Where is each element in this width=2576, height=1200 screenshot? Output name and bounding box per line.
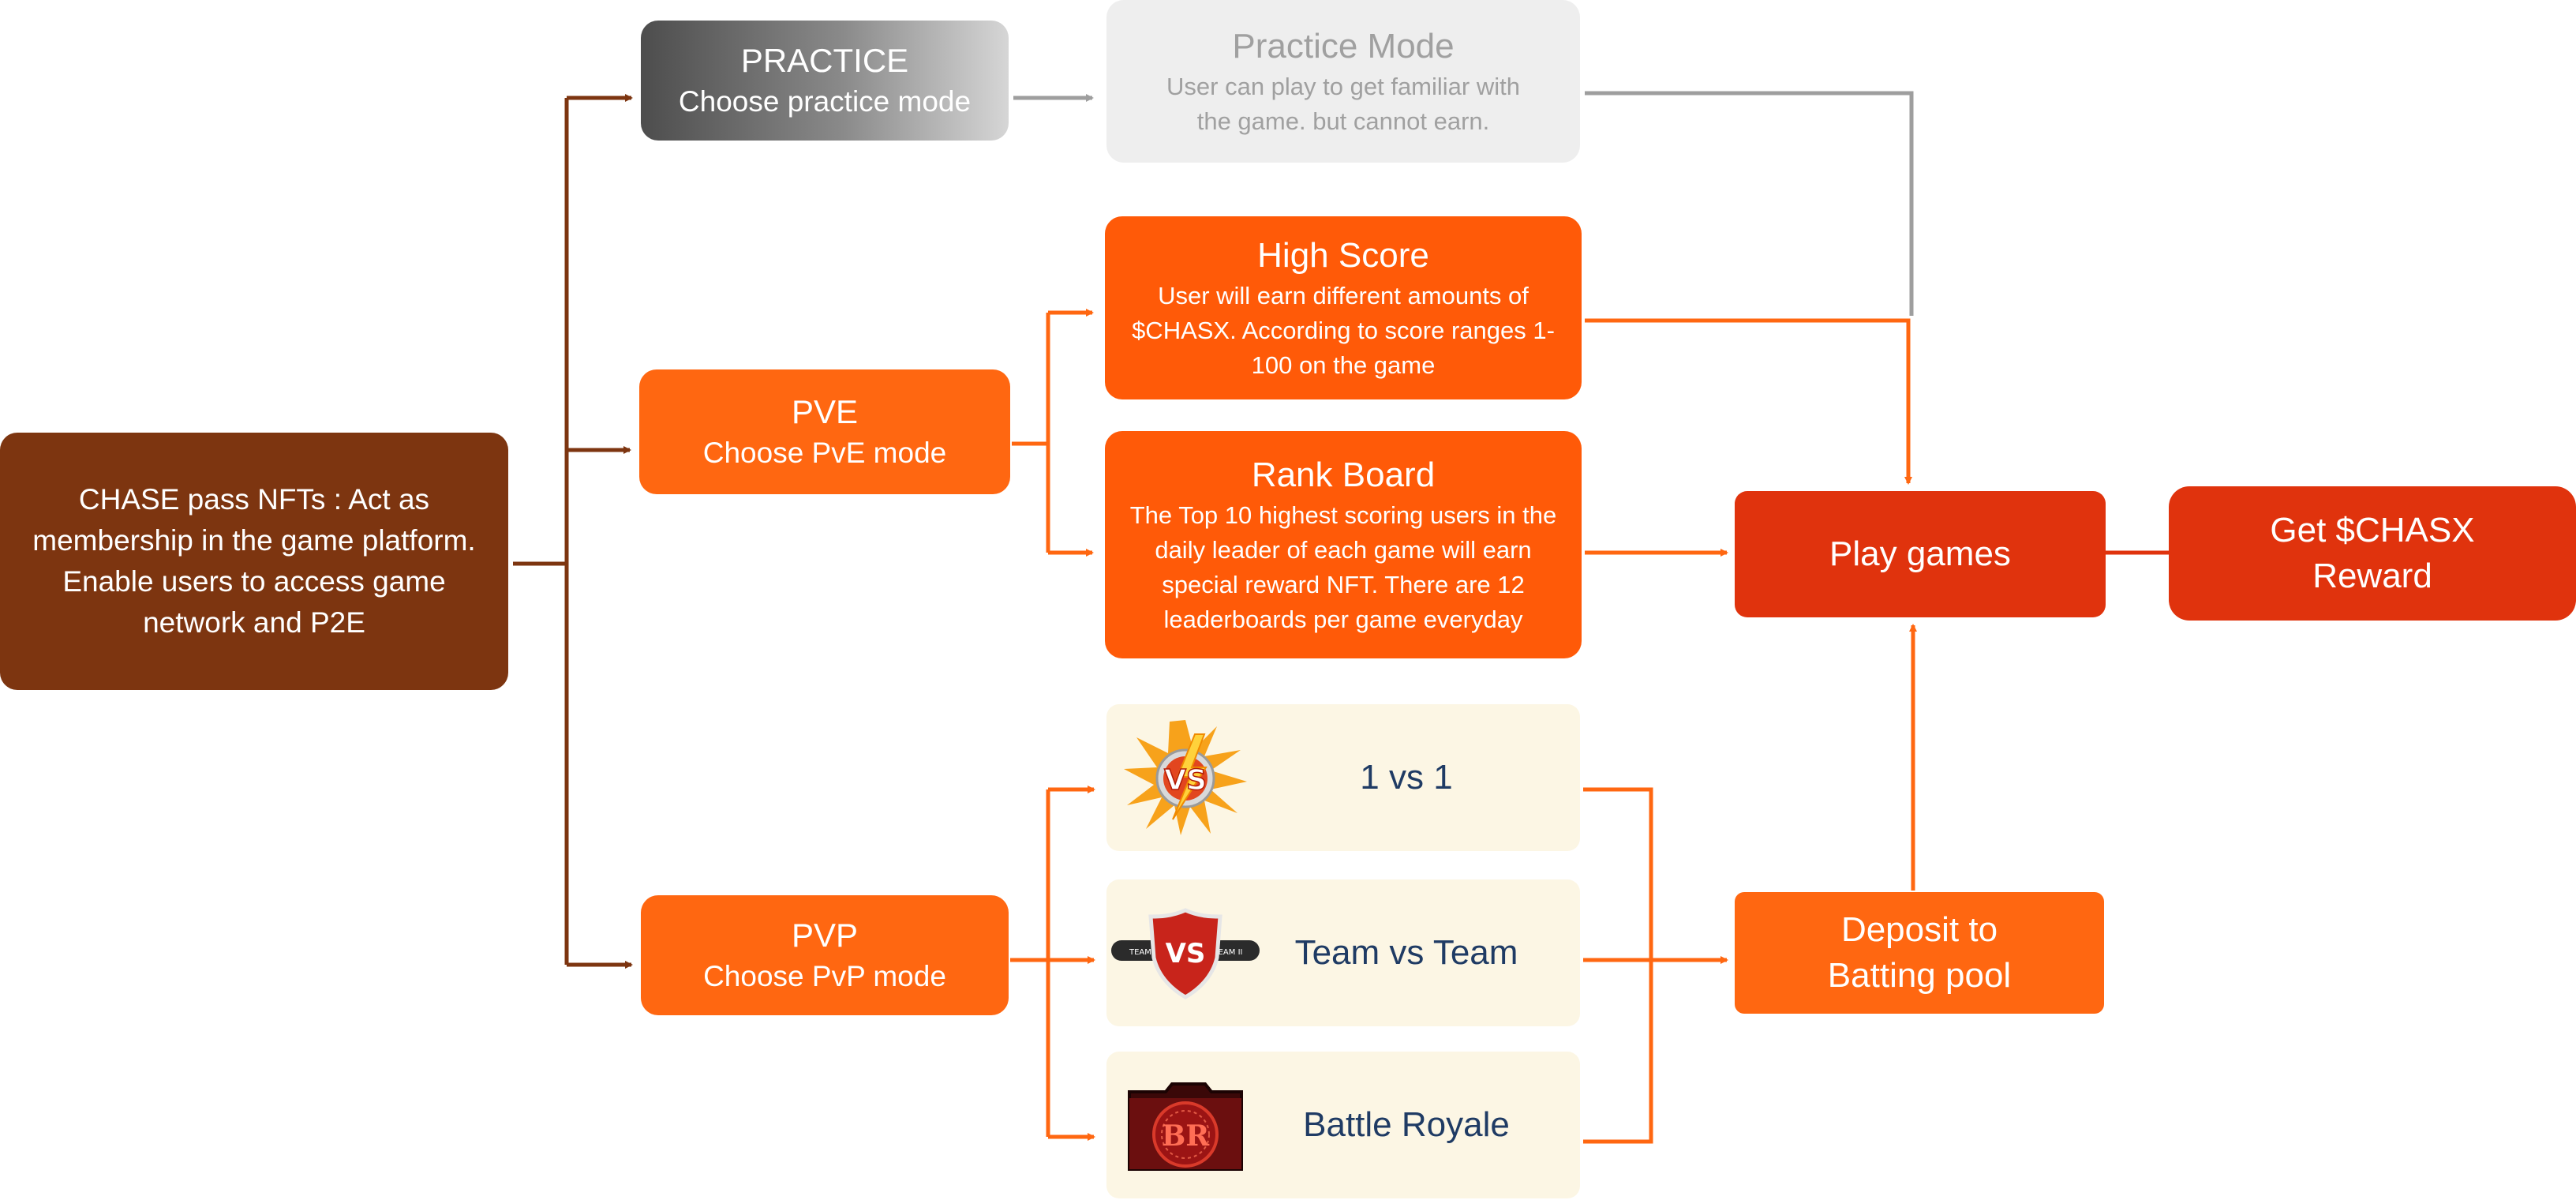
team-left-text: TEAM I — [1129, 948, 1156, 957]
pvp-option-battle-royale: BR Battle Royale — [1106, 1052, 1580, 1198]
pvp-option-team-vs-team: TEAM I TEAM II VS Team vs Team — [1106, 879, 1580, 1026]
team-right-text: TEAM II — [1213, 948, 1243, 957]
pve-title: PVE — [791, 393, 859, 430]
reward-line: Reward — [2312, 557, 2432, 595]
practice-desc-line: User can play to get familiar with — [1166, 73, 1520, 100]
practice-mode-box: PRACTICE Choose practice mode — [641, 21, 1009, 141]
team-vs-shield-icon: TEAM I TEAM II VS — [1106, 886, 1264, 1020]
vs-burst-icon-text: VS — [1164, 764, 1207, 797]
practice-title: PRACTICE — [740, 42, 909, 79]
pve-mode-box: PVE Choose PvE mode — [639, 369, 1010, 494]
rank-board-line: special reward NFT. There are 12 — [1162, 571, 1525, 598]
battle-royale-emblem-icon: BR — [1106, 1058, 1264, 1192]
practice-mode-description-box: Practice Mode User can play to get famil… — [1106, 0, 1580, 163]
1v1-to-deposit-line — [1583, 787, 1653, 1144]
high-score-line: User will earn different amounts of — [1158, 282, 1529, 309]
deposit-line: Deposit to — [1840, 910, 1998, 949]
pvp-option-label: Battle Royale — [1303, 1105, 1510, 1144]
battle-royale-emblem-text: BR — [1162, 1119, 1210, 1153]
pve-subtitle: Choose PvE mode — [702, 437, 947, 469]
high-score-line: 100 on the game — [1251, 351, 1436, 379]
pvp-subtitle: Choose PvP mode — [703, 960, 946, 992]
pvp-option-label: Team vs Team — [1294, 933, 1518, 972]
pvp-option-label: 1 vs 1 — [1360, 758, 1453, 797]
high-score-line: $CHASX. According to score ranges 1- — [1132, 317, 1555, 344]
rank-board-line: The Top 10 highest scoring users in the — [1129, 501, 1557, 529]
team-vs-text: VS — [1166, 938, 1206, 969]
pvp-option-1v1: VS 1 vs 1 — [1106, 704, 1580, 851]
pvp-title: PVP — [791, 917, 859, 954]
high-score-title: High Score — [1257, 236, 1429, 275]
play-games-box: Play games — [1735, 491, 2106, 617]
play-games-label: Play games — [1829, 534, 2011, 573]
deposit-batting-pool-box: Deposit to Batting pool — [1735, 892, 2104, 1014]
root-line: membership in the game platform. — [32, 524, 476, 557]
rank-board-title: Rank Board — [1251, 456, 1436, 494]
rank-board-line: daily leader of each game will earn — [1155, 536, 1532, 564]
practice-subtitle: Choose practice mode — [678, 85, 972, 118]
arrow-high-score-to-play — [1585, 318, 1912, 485]
root-line: Enable users to access game — [62, 565, 446, 598]
root-line: CHASE pass NFTs : Act as — [78, 483, 430, 516]
vs-burst-icon: VS — [1106, 711, 1264, 845]
rank-board-line: leaderboards per game everyday — [1163, 606, 1523, 633]
get-chasx-reward-box: Get $CHASX Reward — [2169, 486, 2576, 621]
practice-desc-to-play-line — [1585, 91, 1914, 316]
practice-desc-title: Practice Mode — [1232, 27, 1455, 66]
root-line: network and P2E — [143, 606, 365, 639]
chase-pass-nfts-box: CHASE pass NFTs : Act as membership in t… — [0, 433, 508, 690]
deposit-line: Batting pool — [1827, 956, 2012, 995]
reward-line: Get $CHASX — [2270, 511, 2475, 549]
practice-desc-line: the game. but cannot earn. — [1196, 107, 1490, 135]
pvp-mode-box: PVP Choose PvP mode — [641, 895, 1009, 1015]
rank-board-box: Rank Board The Top 10 highest scoring us… — [1105, 431, 1582, 658]
high-score-box: High Score User will earn different amou… — [1105, 216, 1582, 399]
